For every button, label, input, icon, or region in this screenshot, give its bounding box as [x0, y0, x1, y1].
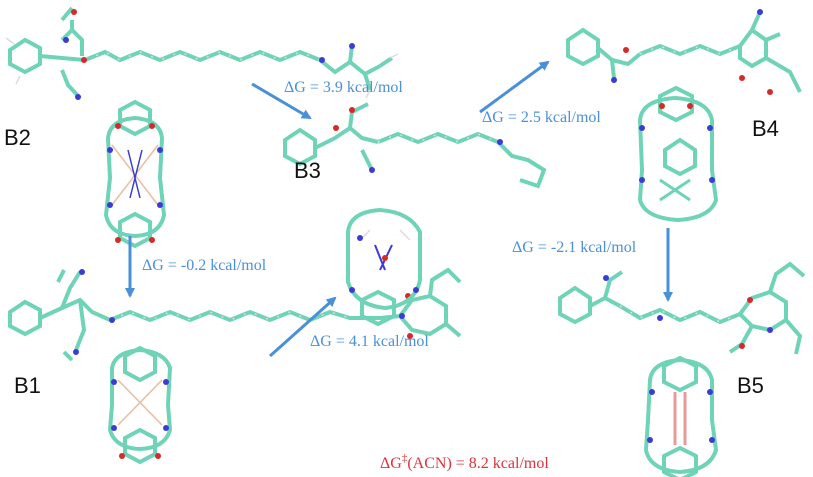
b4-right-stopper — [738, 11, 802, 93]
b2-left-stopper — [8, 6, 86, 100]
state-label-b4: B4 — [752, 116, 779, 141]
energy-b1-b3: ΔG = 4.1 kcal/mol — [310, 333, 429, 350]
barrier-prefix: ΔG — [380, 455, 402, 472]
b4-alkyl-chain — [639, 43, 741, 57]
b2-macrocycle — [103, 99, 167, 249]
energy-b2-b1: ΔG = -0.2 kcal/mol — [142, 257, 267, 274]
b3-structure — [283, 102, 547, 189]
barrier-suffix: (ACN) = 8.2 kcal/mol — [407, 455, 549, 472]
transition-arrows — [125, 60, 673, 358]
b4-macrocycle — [637, 85, 719, 223]
b1-macrocycle — [107, 345, 173, 465]
state-label-b5: B5 — [737, 373, 764, 398]
barrier-double-dagger: ‡ — [402, 452, 408, 464]
energy-b4-b5: ΔG = -2.1 kcal/mol — [512, 239, 637, 256]
b3-macrocycle — [346, 207, 422, 327]
b5-perylene-stopper — [728, 261, 806, 355]
arrow-b1-to-b3 — [269, 296, 337, 358]
state-label-b3: B3 — [294, 158, 321, 183]
b4-structure — [566, 9, 802, 95]
b5-alkyl-chain — [618, 304, 741, 325]
energy-b3-b4: ΔG = 2.5 kcal/mol — [482, 109, 601, 126]
b4-left-stopper — [566, 27, 642, 79]
b3-right-stopper — [496, 140, 547, 189]
activation-barrier-label: ΔG‡(ACN) = 8.2 kcal/mol — [380, 452, 549, 472]
b1-perylene-stopper — [397, 267, 462, 338]
b1-left-stopper — [8, 269, 111, 362]
b1-structure — [8, 267, 462, 362]
state-label-b2: B2 — [4, 125, 31, 150]
b5-structure — [558, 261, 806, 355]
arrow-b2-to-b3 — [251, 82, 312, 120]
b5-macrocycle — [643, 355, 719, 477]
b2-alkyl-chain — [84, 49, 321, 63]
state-label-b1: B1 — [14, 373, 41, 398]
b5-left-stopper — [558, 270, 624, 325]
arrow-b3-to-b4 — [479, 60, 550, 114]
b2-structure — [5, 6, 399, 100]
energy-b2-b3: ΔG = 3.9 kcal/mol — [284, 79, 403, 96]
b1-alkyl-chain — [109, 309, 401, 323]
b3-alkyl-chain — [377, 131, 499, 145]
